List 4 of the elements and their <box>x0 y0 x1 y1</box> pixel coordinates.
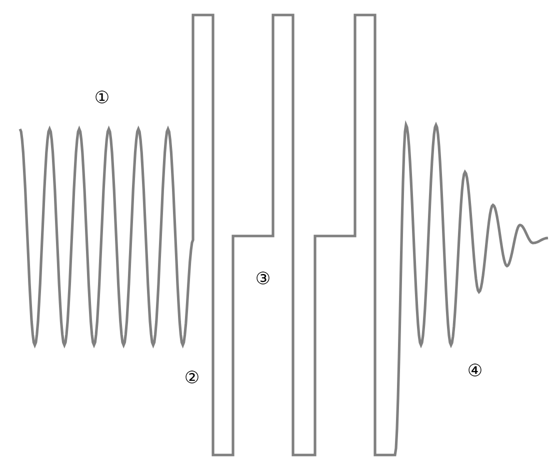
callout-number: ④ <box>468 364 482 376</box>
callout-number: ③ <box>256 272 270 284</box>
callout-number: ② <box>186 370 198 384</box>
callout-number: ① <box>96 90 108 104</box>
